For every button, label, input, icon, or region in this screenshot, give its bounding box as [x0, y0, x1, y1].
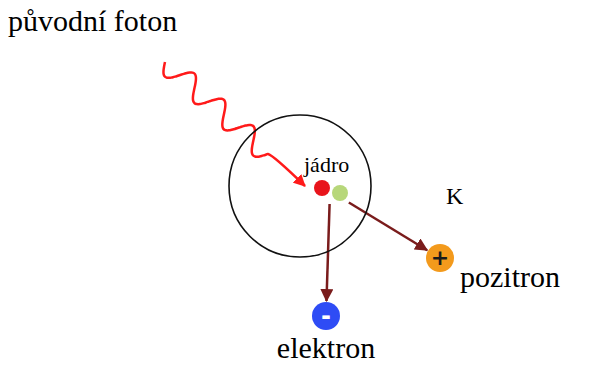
- charge-sign: -: [312, 302, 340, 330]
- atom-shell: Kjádro: [228, 114, 372, 258]
- proton-dot: [314, 180, 330, 196]
- positron-particle: +pozitron: [426, 244, 454, 272]
- neutron-dot: [332, 185, 348, 201]
- electron-particle: -elektron: [312, 302, 340, 330]
- particle-track-arrow: [349, 202, 427, 250]
- photon-wave: [163, 62, 305, 186]
- particle-label: elektron: [277, 333, 375, 363]
- particle-label: pozitron: [460, 262, 560, 292]
- photon-label: původní foton: [8, 4, 177, 37]
- nucleus: jádro: [312, 179, 348, 203]
- shell-label: K: [446, 184, 463, 208]
- nucleus-label: jádro: [304, 154, 349, 176]
- charge-sign: +: [426, 244, 454, 272]
- atom-shell-outline: [228, 114, 372, 258]
- nucleus-outline: [312, 179, 348, 203]
